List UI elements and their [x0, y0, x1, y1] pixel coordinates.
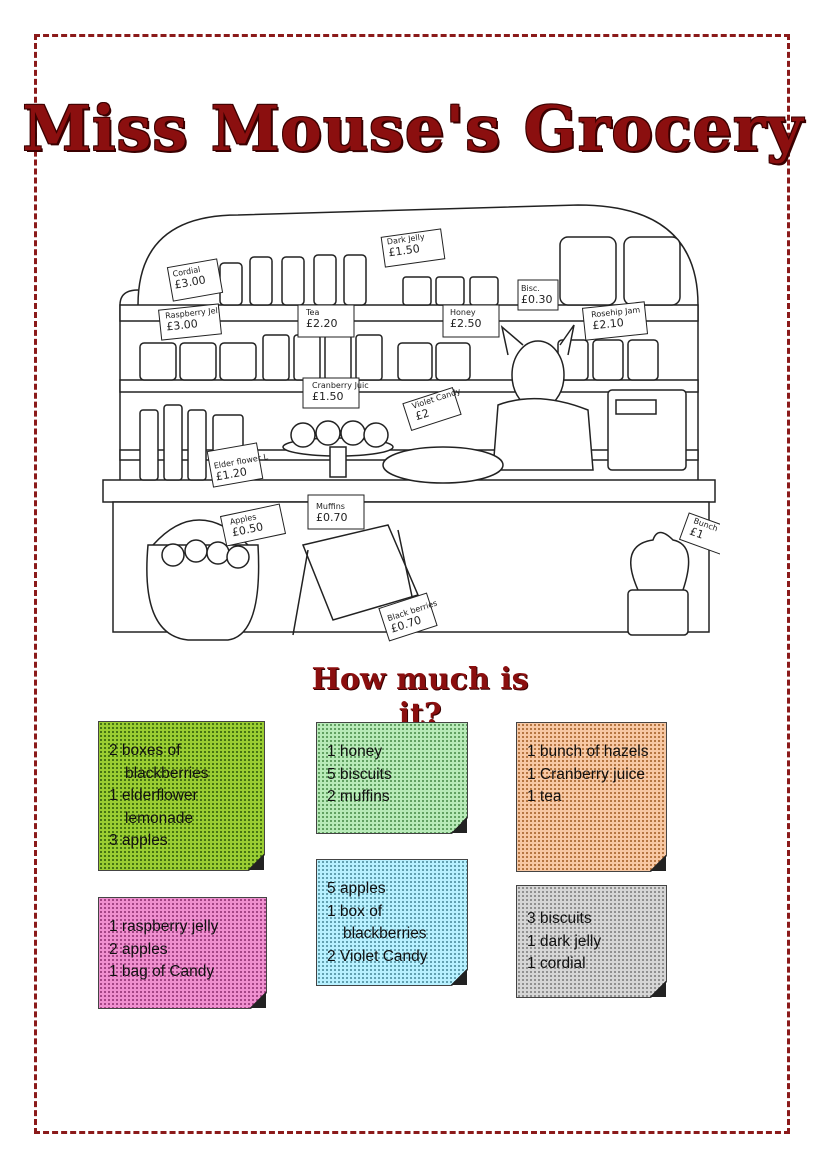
note-item: 3 apples: [109, 832, 168, 849]
note-item: 1 honey: [327, 743, 383, 760]
note-item: 1 bag of Candy: [109, 963, 215, 980]
page-border: [34, 34, 790, 1134]
note-item: 2 Violet Candy: [327, 947, 428, 965]
note-item: 2 boxes of blackberries: [109, 742, 209, 782]
note-item: 1 dark jelly: [527, 932, 602, 950]
note-item: 2 apples: [109, 940, 168, 958]
shopping-note: 2 boxes of blackberries 1 elderflower le…: [98, 721, 265, 871]
shopping-note: 1 bunch of hazels 1 Cranberry juice 1 te…: [516, 722, 667, 872]
page-curl-icon: [451, 969, 467, 985]
tag-muffins: Muffins£0.70: [316, 502, 348, 524]
grocery-shop-illustration: Cordial£3.00 Dark Jelly£1.50 Raspberry J…: [102, 204, 720, 642]
note-item: 5 apples: [327, 880, 386, 897]
tag-apples: Apples£0.50: [229, 511, 264, 539]
shopping-note: 3 biscuits 1 dark jelly 1 cordial: [516, 885, 667, 998]
shopping-note: 5 apples 1 box of blackberries 2 Violet …: [316, 859, 468, 986]
shopping-note: 1 honey 5 biscuits 2 muffins: [316, 722, 468, 834]
note-item: 3 biscuits: [527, 910, 592, 927]
note-item: 1 raspberry jelly: [109, 918, 219, 935]
tag-tea: Tea£2.20: [305, 308, 338, 330]
note-item: 1 cordial: [527, 955, 586, 972]
page-title: Miss Mouse's Grocery: [22, 92, 804, 165]
note-item: 1 box of blackberries: [327, 902, 427, 943]
note-item: 1 bunch of hazels: [527, 743, 649, 760]
note-item: 1 tea: [527, 788, 562, 805]
note-item: 1 Cranberry juice: [527, 765, 646, 783]
tag-cordial: Cordial£3.00: [172, 264, 207, 291]
tag-dark-jelly: Dark Jelly£1.50: [386, 232, 427, 259]
tag-biscuits: Bisc.£0.30: [521, 284, 553, 306]
page-curl-icon: [451, 817, 467, 833]
tag-honey: Honey£2.50: [450, 308, 482, 330]
page-curl-icon: [250, 992, 266, 1008]
note-item: 1 elderflower lemonade: [109, 787, 198, 827]
note-item: 5 biscuits: [327, 765, 392, 783]
page-curl-icon: [650, 855, 666, 871]
page-curl-icon: [650, 981, 666, 997]
note-item: 2 muffins: [327, 788, 390, 805]
shopping-note: 1 raspberry jelly 2 apples 1 bag of Cand…: [98, 897, 267, 1009]
page-curl-icon: [248, 854, 264, 870]
tag-cranberry: Cranberry Juic£1.50: [312, 381, 369, 403]
